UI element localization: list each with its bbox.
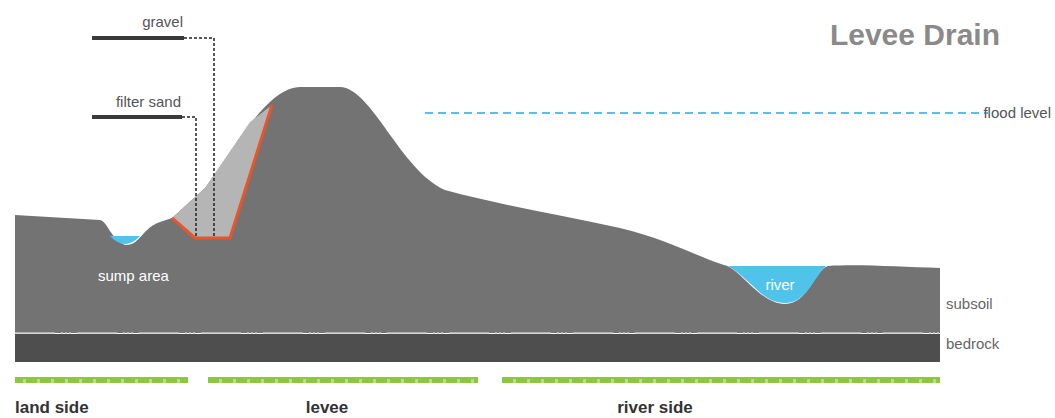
leader-line xyxy=(184,38,214,236)
zone-label: river side xyxy=(617,399,693,416)
zone-label: levee xyxy=(306,399,349,416)
callout-bar xyxy=(92,115,182,119)
zone-bar xyxy=(15,377,188,383)
layer-boundary xyxy=(15,332,940,334)
leader-line xyxy=(182,117,196,236)
area-label: sump area xyxy=(98,268,169,283)
zone-bar xyxy=(208,377,478,383)
callout-label: filter sand xyxy=(116,94,181,109)
layer-label: subsoil xyxy=(946,296,993,311)
sump-water xyxy=(110,236,140,244)
ground-profile xyxy=(15,87,940,333)
level-label: flood level xyxy=(983,105,1051,120)
zone-bar xyxy=(502,377,940,383)
flood-level-line xyxy=(425,112,988,114)
diagram-title: Levee Drain xyxy=(830,20,1000,50)
bedrock-layer xyxy=(15,334,940,362)
water-label: river xyxy=(765,277,794,292)
gravel-body xyxy=(172,105,272,238)
layer-label: bedrock xyxy=(946,336,999,351)
filter-sand-layer xyxy=(172,105,272,238)
callout-bar xyxy=(92,36,184,40)
zone-label: land side xyxy=(15,399,89,416)
callout-label: gravel xyxy=(142,14,183,29)
river-water xyxy=(728,266,826,303)
